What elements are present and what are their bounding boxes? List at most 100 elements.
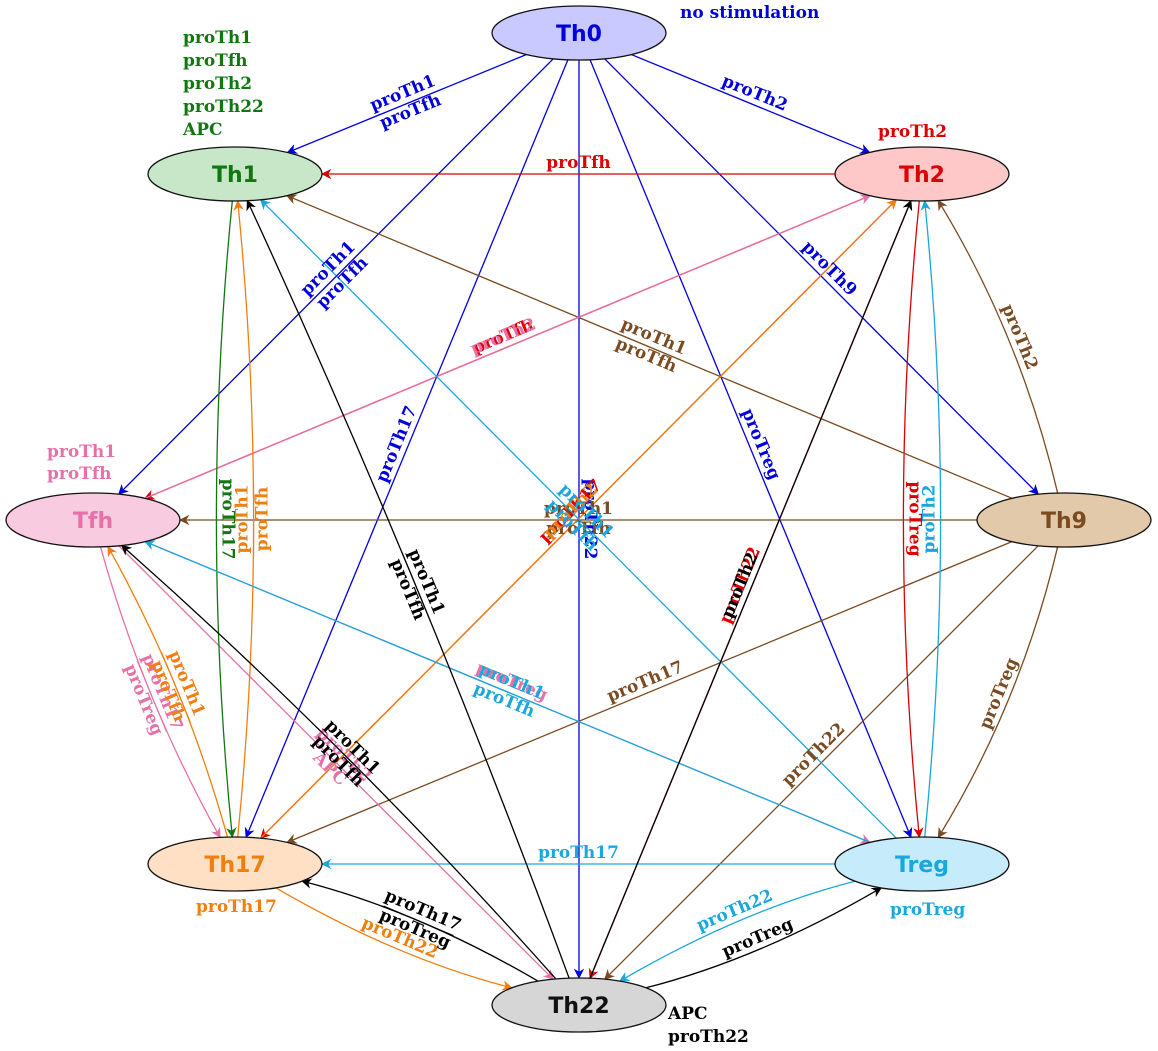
edge-th9-to-th17	[286, 541, 1013, 844]
edge-label-divider	[614, 331, 685, 363]
edge-label-divider	[371, 88, 443, 119]
edge-label-divider	[308, 249, 364, 304]
edge-label-th0-to-th2: proTh2	[719, 71, 790, 116]
edge-label-text: proTh1	[544, 499, 613, 519]
self-label-th1: proTh1	[183, 28, 252, 48]
edge-label-divider	[551, 491, 606, 547]
self-label-th1: APC	[182, 120, 223, 140]
edge-label-text: proTh22	[580, 479, 600, 560]
edge-treg-to-th22	[618, 880, 856, 982]
self-label-th0: no stimulation	[680, 3, 819, 23]
edge-label-text: proTh17	[217, 479, 237, 560]
edge-label-text: proTfh	[253, 487, 273, 552]
self-label-th2: proTh2	[878, 122, 947, 142]
node-th0-ellipse	[491, 5, 667, 61]
edge-label-divider	[136, 661, 167, 732]
self-label-th22: APC	[667, 1004, 708, 1024]
edge-treg-to-th2	[920, 199, 942, 838]
self-label-th1: proTh22	[183, 97, 264, 117]
edge-th0-to-th17	[244, 59, 569, 839]
node-th17-ellipse	[147, 836, 323, 892]
self-label-th17: proTh17	[196, 897, 277, 917]
edge-label-divider	[400, 550, 431, 622]
node-th9-label: Th9	[1041, 509, 1087, 534]
self-labels-treg: proTreg	[890, 900, 965, 920]
edge-label-text: proTfh	[546, 153, 611, 173]
edge-label-text: proTh2	[468, 314, 539, 359]
node-th1: Th1	[147, 146, 323, 202]
node-th2-ellipse	[834, 146, 1010, 202]
node-th0-label: Th0	[556, 22, 602, 47]
edge-label-th1-to-th17: proTh17	[217, 479, 237, 560]
edge-th0-to-treg	[589, 59, 913, 839]
node-th22-label: Th22	[548, 994, 609, 1019]
edge-label-text: proTh9	[798, 237, 861, 300]
node-th17: Th17	[147, 836, 323, 892]
self-label-th1: proTh2	[183, 74, 252, 94]
node-th22-ellipse	[491, 977, 667, 1033]
edge-th9-to-treg	[937, 546, 1059, 839]
edge-label-divider	[472, 676, 543, 708]
edge-th22-to-th2	[589, 199, 913, 979]
edge-label-text: proTreg	[737, 406, 784, 483]
self-labels-th22: APC proTh22	[667, 1004, 749, 1047]
node-th0: Th0	[491, 5, 667, 61]
edge-label-text: proTh17	[538, 843, 619, 863]
edge-label-divider	[383, 905, 454, 937]
edge-tfh-to-th2	[144, 194, 872, 499]
node-treg: Treg	[834, 836, 1010, 892]
self-label-tfh: proTh1	[47, 442, 116, 462]
edge-label-text: proTh1	[233, 484, 253, 553]
edge-th22-to-treg	[645, 887, 883, 989]
edge-label-th2-to-th1: proTfh	[546, 153, 611, 173]
node-tfh-label: Tfh	[73, 509, 113, 534]
edge-th9-to-th2	[937, 199, 1059, 494]
edge-label-tfh-to-th2: proTh2	[468, 314, 539, 359]
node-tfh: Tfh	[5, 492, 181, 548]
self-label-th22: proTh22	[668, 1027, 749, 1047]
edge-label-th2-to-treg: proTreg	[904, 481, 924, 556]
edge-label-th0-to-th9: proTh9	[798, 237, 861, 300]
node-treg-ellipse	[834, 836, 1010, 892]
edge-label-text: proTfh	[546, 519, 611, 539]
node-th17-label: Th17	[204, 853, 265, 878]
edge-th0-to-th9	[604, 58, 1040, 495]
node-th2-label: Th2	[899, 163, 945, 188]
self-labels-th0: no stimulation	[680, 3, 819, 23]
self-label-th1: proTfh	[183, 51, 248, 71]
edge-label-th9-to-th2: proTh2	[997, 301, 1042, 372]
self-label-tfh: proTfh	[47, 464, 112, 484]
edge-label-th22-to-th2: proTh2	[718, 550, 763, 621]
node-th9: Th9	[976, 492, 1152, 548]
edge-label-th0-to-treg: proTreg	[737, 406, 784, 483]
edge-th17-to-th22	[275, 887, 513, 991]
node-th9-ellipse	[976, 492, 1152, 548]
edge-label-divider	[317, 727, 372, 783]
edge-label-text: proTh2	[718, 550, 763, 621]
edge-label-text: proTh2	[997, 301, 1042, 372]
self-label-treg: proTreg	[890, 900, 965, 920]
edge-label-treg-to-th2: proTh2	[920, 484, 940, 553]
node-th22: Th22	[491, 977, 667, 1033]
edge-label-text: proTh2	[719, 71, 790, 116]
edge-label-text: proTh2	[920, 484, 940, 553]
edge-label-th0-to-th22: proTh22	[580, 479, 600, 560]
edge-label-text: proTreg	[904, 481, 924, 556]
self-labels-th17: proTh17	[196, 897, 277, 917]
node-th1-ellipse	[147, 146, 323, 202]
edge-label-divider	[161, 652, 192, 723]
edge-th2-to-treg	[902, 200, 924, 839]
edge-label-treg-to-th17: proTh17	[538, 843, 619, 863]
edge-label-divider	[308, 735, 364, 790]
node-tfh-ellipse	[5, 492, 181, 548]
